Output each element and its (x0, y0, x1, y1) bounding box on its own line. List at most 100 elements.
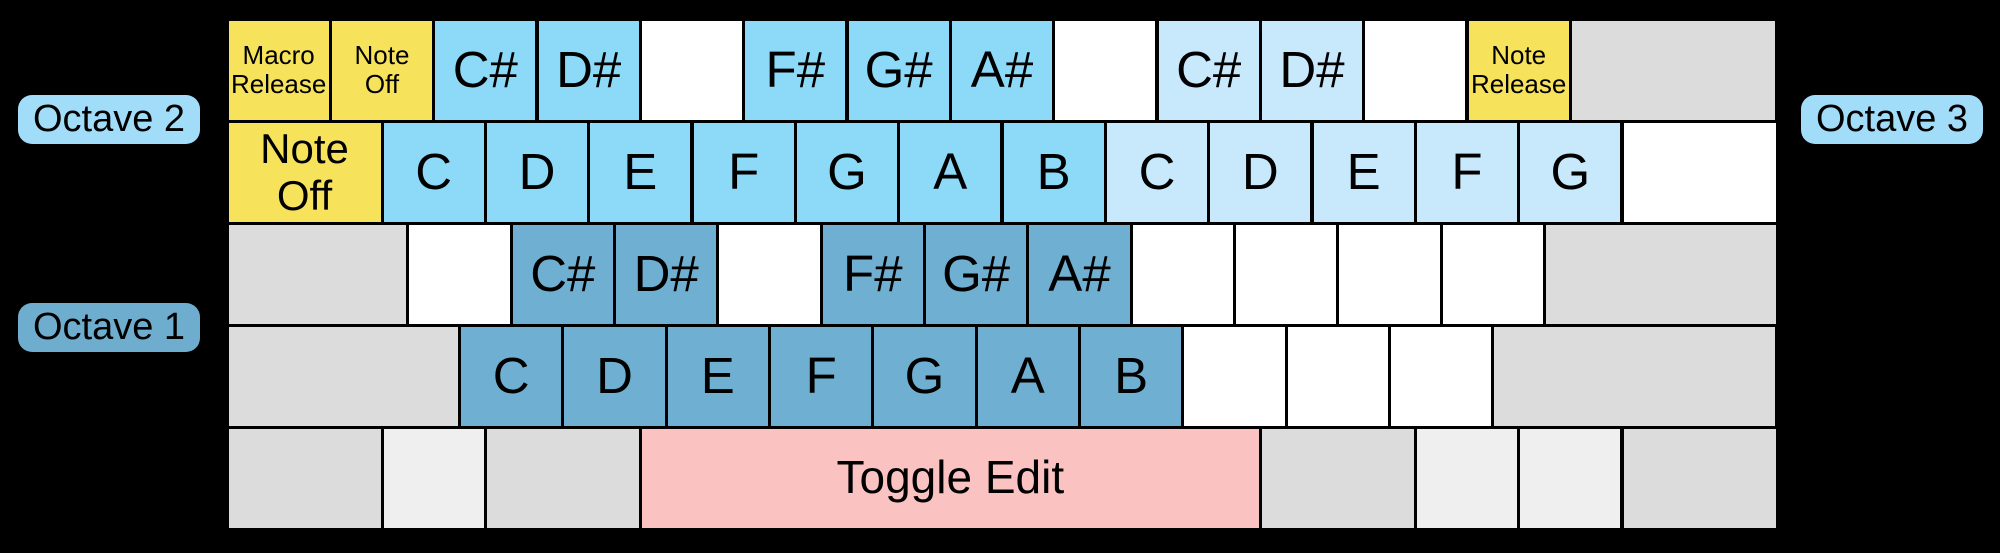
key-label: D# (633, 245, 699, 303)
key-d-octave-2: D (486, 122, 588, 222)
key-label: Off (276, 172, 333, 219)
key-a-octave-1: A (977, 326, 1078, 426)
key-f-octave-3: F (1416, 122, 1518, 222)
key-label: C# (530, 245, 596, 303)
key-label: C (415, 143, 453, 201)
key-a-octave-2: A (900, 122, 1001, 222)
key-label: E (700, 347, 735, 405)
key-unassigned (1287, 326, 1388, 426)
key-label: G# (864, 41, 933, 99)
key-right-win-unused (1416, 428, 1518, 528)
key-c-sharp-octave-1: C# (512, 224, 613, 324)
key-f-sharp-octave-2: F# (745, 20, 846, 120)
key-g-octave-1: G (874, 326, 975, 426)
key-label: F# (765, 41, 826, 99)
key-label: G (904, 347, 945, 405)
key-enter-unused (1546, 224, 1776, 324)
key-unassigned (641, 20, 743, 120)
key-label: Note (260, 124, 349, 172)
key-left-shift-unused (228, 326, 458, 426)
key-label: C# (452, 41, 518, 99)
key-caps-lock-unused (228, 224, 407, 324)
key-e-octave-2: E (590, 122, 691, 222)
key-a-sharp-octave-1: A# (1029, 224, 1130, 324)
key-unassigned (1623, 122, 1776, 222)
key-label: E (623, 143, 658, 201)
key-c-octave-3: C (1106, 122, 1208, 222)
key-label: F (1451, 143, 1483, 201)
key-label: G (1550, 143, 1591, 201)
key-label: E (1346, 143, 1381, 201)
key-label: G (827, 143, 867, 201)
key-unassigned (1236, 224, 1337, 324)
key-left-alt-unused (486, 428, 639, 528)
key-label: C (492, 347, 530, 405)
key-label: Release (230, 69, 327, 99)
key-label: D (518, 143, 556, 201)
key-label: F (805, 347, 837, 405)
key-label: Off (364, 69, 400, 99)
key-space-toggle-edit: Toggle Edit (641, 428, 1259, 528)
key-label: D (1241, 143, 1279, 201)
key-g-octave-2: G (796, 122, 898, 222)
key-label: Toggle Edit (836, 451, 1065, 504)
key-b-octave-1: B (1081, 326, 1182, 426)
key-label: B (1036, 143, 1071, 201)
key-label: A (1010, 347, 1045, 405)
octave-3-label: Octave 3 (1801, 95, 1983, 144)
key-right-shift-unused (1494, 326, 1776, 426)
key-label: F# (843, 245, 903, 303)
key-right-alt-unused (1261, 428, 1414, 528)
key-d-sharp-octave-3: D# (1261, 20, 1363, 120)
key-e-octave-3: E (1313, 122, 1414, 222)
key-unassigned (1132, 224, 1233, 324)
key-d-octave-3: D (1210, 122, 1311, 222)
key-g-sharp-octave-1: G# (926, 224, 1027, 324)
key-e-octave-1: E (667, 326, 768, 426)
octave-1-label: Octave 1 (18, 303, 200, 352)
key-unassigned (409, 224, 510, 324)
key-label: G# (942, 245, 1011, 303)
key-label: A# (1048, 245, 1111, 303)
key-menu-unused (1520, 428, 1621, 528)
key-c-sharp-octave-2: C# (435, 20, 536, 120)
key-b-octave-2: B (1003, 122, 1104, 222)
key-right-ctrl-unused (1623, 428, 1776, 528)
key-label: B (1114, 347, 1149, 405)
key-a-sharp-octave-2: A# (951, 20, 1053, 120)
key-left-win-unused (383, 428, 484, 528)
key-unassigned (1442, 224, 1543, 324)
key-unassigned (719, 224, 820, 324)
key-f-octave-1: F (771, 326, 872, 426)
key-label: D (596, 347, 633, 405)
key-g-sharp-octave-2: G# (848, 20, 949, 120)
key-d-octave-1: D (564, 326, 665, 426)
key-c-octave-2: C (383, 122, 484, 222)
key-unassigned (1339, 224, 1440, 324)
key-f-octave-2: F (693, 122, 794, 222)
key-label: Note (354, 39, 410, 70)
key-backspace-unused (1571, 20, 1776, 120)
key-label: C (1138, 143, 1176, 201)
key-unassigned (1391, 326, 1492, 426)
key-unassigned (1184, 326, 1285, 426)
key-unassigned (1055, 20, 1156, 120)
key-label: Release (1470, 69, 1567, 99)
key-left-ctrl-unused (228, 428, 381, 528)
key-label: C# (1176, 41, 1242, 99)
key-d-sharp-octave-2: D# (538, 20, 639, 120)
key-g-octave-3: G (1520, 122, 1621, 222)
key-d-sharp-octave-1: D# (616, 224, 717, 324)
key-c-octave-1: C (461, 326, 562, 426)
key-label: Note (1491, 39, 1547, 70)
key-label: D# (1279, 41, 1345, 99)
key-label: A (933, 143, 968, 201)
key-label: F (728, 143, 760, 201)
key-c-sharp-octave-3: C# (1158, 20, 1259, 120)
octave-2-label: Octave 2 (18, 95, 200, 144)
